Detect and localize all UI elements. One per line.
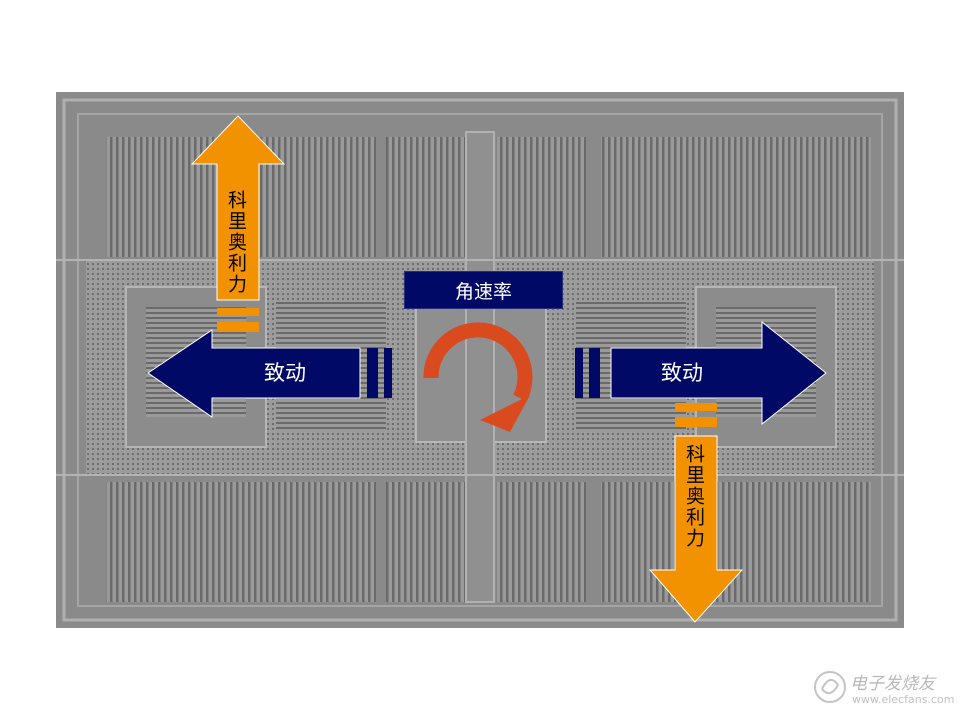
rotation-arrow bbox=[423, 322, 533, 402]
coriolis-bottom-label: 科里奥利力 bbox=[683, 444, 705, 549]
watermark: 电子发烧友 www.elecfans.com bbox=[812, 665, 955, 713]
coriolis-top-arrow bbox=[190, 115, 286, 301]
actuation-right-label: 致动 bbox=[661, 361, 703, 385]
elecfans-logo-icon bbox=[814, 671, 846, 703]
watermark-text: 电子发烧友 bbox=[850, 674, 935, 694]
actuation-left-arrow bbox=[147, 329, 361, 418]
rotation-arrowhead bbox=[480, 395, 530, 432]
angular-rate-label: 角速率 bbox=[404, 271, 563, 309]
coriolis-top-label: 科里奥利力 bbox=[225, 190, 247, 295]
coriolis-top-bar-2 bbox=[217, 322, 259, 332]
watermark-url: www.elecfans.com bbox=[852, 693, 955, 706]
actuation-right-arrow bbox=[610, 320, 827, 426]
actuation-left-label: 致动 bbox=[264, 361, 306, 385]
coriolis-bottom-bar-1 bbox=[675, 403, 717, 411]
actuation-left-bar-2 bbox=[384, 348, 392, 398]
coriolis-top-bar-1 bbox=[217, 308, 259, 316]
coriolis-bottom-arrow bbox=[648, 435, 744, 623]
actuation-right-bar-2 bbox=[589, 348, 600, 398]
coriolis-bottom-bar-2 bbox=[675, 417, 717, 427]
actuation-right-bar-1 bbox=[575, 348, 583, 398]
actuation-left-bar-1 bbox=[367, 348, 378, 398]
